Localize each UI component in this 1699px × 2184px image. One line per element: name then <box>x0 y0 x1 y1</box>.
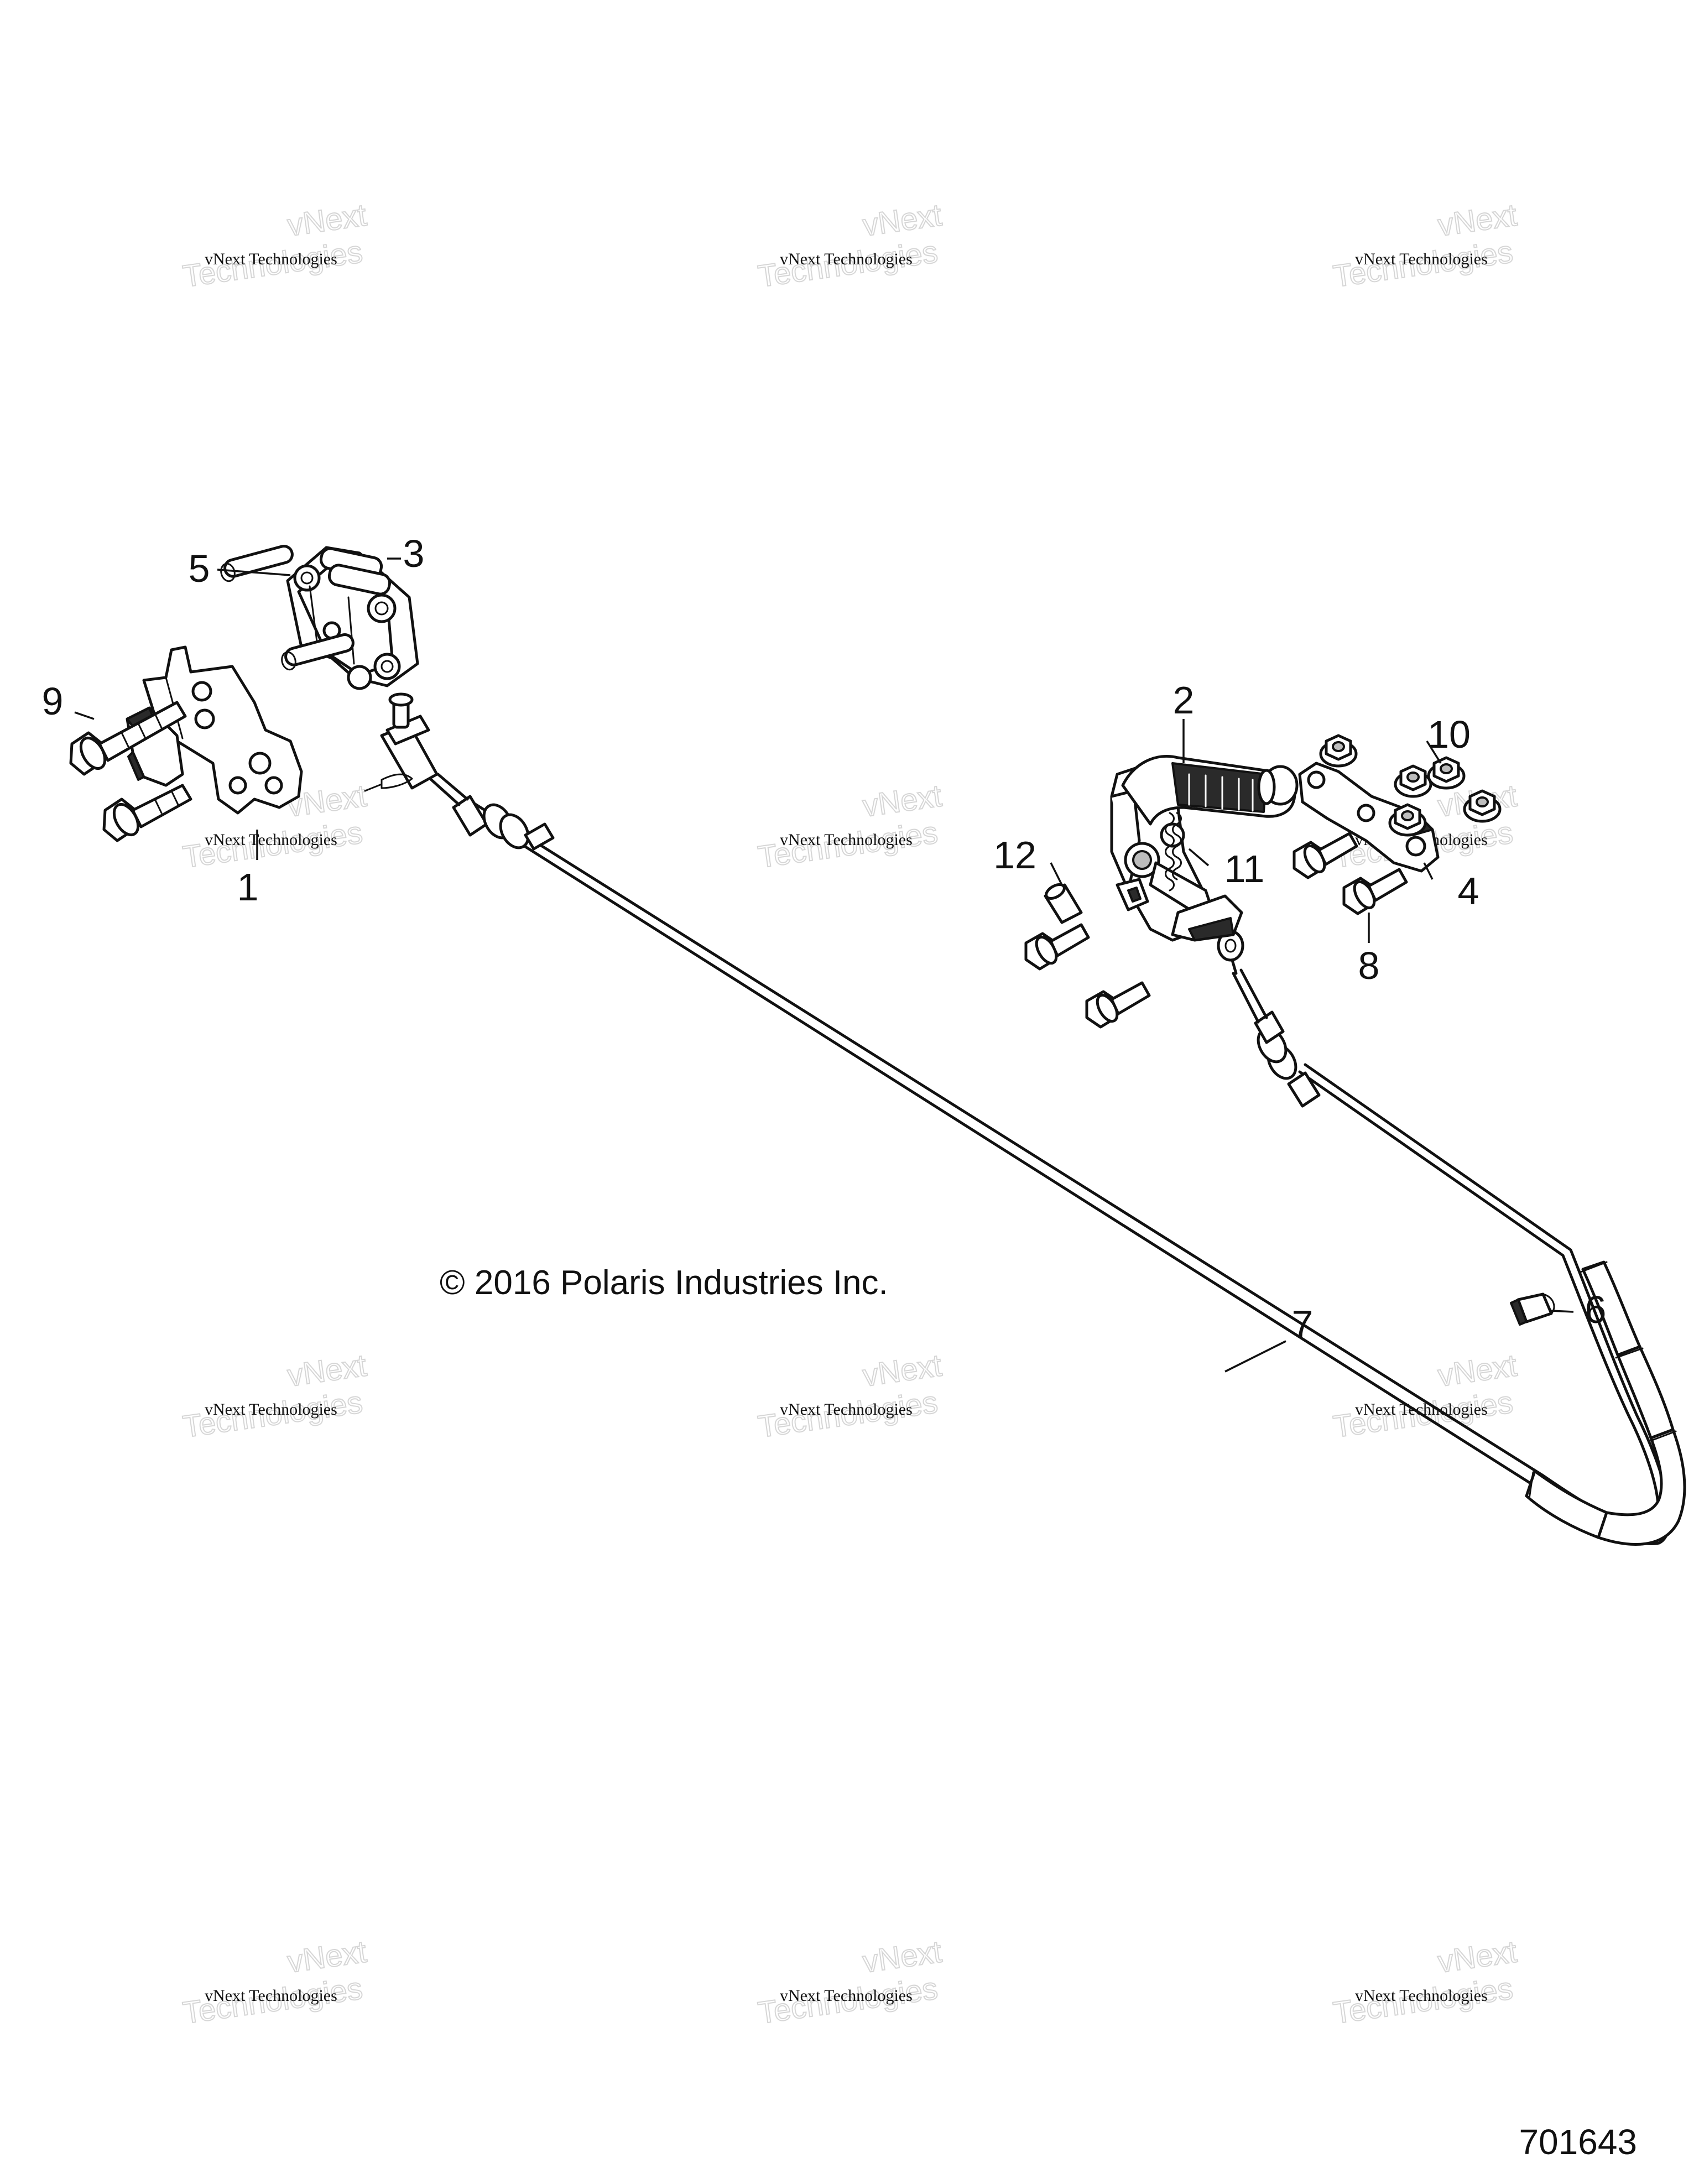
plate-bolt <box>1342 868 1408 915</box>
flange-nuts <box>1319 734 1502 837</box>
watermark-text: vNext Technologies <box>1355 250 1488 268</box>
watermark-text: vNext Technologies <box>205 250 337 268</box>
spring <box>284 633 355 666</box>
screw <box>1085 981 1151 1029</box>
screw <box>1293 832 1358 879</box>
watermark: Technologies vNext vNext Technologies <box>755 1933 945 2031</box>
callout-9: 9 <box>42 680 64 723</box>
callout-11: 11 <box>1224 847 1265 890</box>
watermark-text: vNext Technologies <box>780 1987 913 2005</box>
bracket-hole <box>194 708 215 729</box>
lever-spring <box>1165 812 1182 892</box>
lever-fasteners <box>1024 832 1358 1029</box>
pin <box>1044 883 1083 924</box>
parking-brake-lever <box>1110 754 1299 942</box>
cable-clip <box>1510 1292 1555 1326</box>
callout-10: 10 <box>1427 713 1471 756</box>
callout-6: 6 <box>1585 1288 1607 1331</box>
bracket-hole <box>228 776 247 795</box>
watermark-text: vNext Technologies <box>780 831 913 849</box>
watermark: Technologies vNext vNext Technologies <box>755 1347 945 1445</box>
watermark-text: vNext Technologies <box>1355 1987 1488 2005</box>
callout-5: 5 <box>189 547 210 590</box>
watermark-grid: Technologies vNext vNext Technologies Te… <box>180 196 1520 2031</box>
watermark: Technologies vNext vNext Technologies <box>1331 1347 1520 1445</box>
cotter-pin <box>381 773 413 789</box>
watermark-text: vNext Technologies <box>780 1400 913 1419</box>
plate-hole <box>1405 836 1426 857</box>
caliper-bolt-hole <box>373 653 401 680</box>
cable-nut <box>499 813 530 849</box>
callout-4: 4 <box>1458 869 1479 913</box>
clevis-pin-head <box>388 692 414 707</box>
cable-sleeve <box>1581 1260 1641 1357</box>
nut <box>1394 764 1432 798</box>
watermark-text: vNext Technologies <box>205 831 337 849</box>
callout-3: 3 <box>403 532 425 575</box>
nut <box>1463 789 1502 823</box>
cable-sleeve <box>1525 1469 1608 1539</box>
watermark: Technologies vNext vNext Technologies <box>180 196 369 294</box>
bracket-bolts <box>69 701 192 842</box>
watermark: Technologies vNext vNext Technologies <box>1331 1933 1520 2031</box>
callout-12: 12 <box>993 833 1036 877</box>
nut <box>1319 734 1358 768</box>
leader-lines <box>74 557 1574 1373</box>
callout-2: 2 <box>1173 679 1195 722</box>
callout-1: 1 <box>237 866 259 909</box>
watermark: Technologies vNext vNext Technologies <box>755 196 945 294</box>
plate-hole <box>1307 770 1326 789</box>
screw <box>1024 923 1090 971</box>
watermark: Technologies vNext vNext Technologies <box>755 777 945 875</box>
callout-8: 8 <box>1358 944 1380 987</box>
bolt <box>69 701 187 776</box>
nut <box>1427 756 1466 790</box>
caliper-mount-bracket <box>126 645 303 815</box>
cable-sleeve <box>1597 1428 1686 1546</box>
bracket-hole <box>248 752 272 775</box>
callout-labels: 1 2 3 4 5 6 7 8 9 10 11 12 <box>42 532 1607 1346</box>
brake-cable <box>364 692 1686 1546</box>
callout-7: 7 <box>1292 1302 1314 1346</box>
bracket-hole <box>191 681 212 702</box>
plate-hole <box>1357 804 1375 822</box>
caliper-bolt-hole <box>347 665 372 690</box>
lever-pivot <box>1160 822 1185 848</box>
cable-ferrule <box>1287 1071 1321 1108</box>
watermark-text: vNext Technologies <box>1355 1400 1488 1419</box>
bolt <box>102 784 192 842</box>
caliper-pad <box>327 564 392 596</box>
copyright-notice: © 2016 Polaris Industries Inc. <box>440 1264 888 1302</box>
nut <box>1388 803 1427 837</box>
watermark-text: vNext Technologies <box>205 1987 337 2005</box>
figure-number: 701643 <box>1519 2122 1637 2162</box>
watermark-text: vNext Technologies <box>205 1400 337 1419</box>
watermark: Technologies vNext vNext Technologies <box>180 1933 369 2031</box>
watermark-text: vNext Technologies <box>780 250 913 268</box>
bracket-hole <box>264 776 283 795</box>
cable-ferrule <box>524 822 555 851</box>
lever-release-ring <box>1257 769 1276 805</box>
watermark: Technologies vNext vNext Technologies <box>180 1347 369 1445</box>
caliper-bolt-hole <box>293 564 321 592</box>
watermark: Technologies vNext vNext Technologies <box>1331 196 1520 294</box>
caliper-bolt-hole <box>367 593 397 623</box>
cable-ferrule <box>452 795 488 837</box>
brake-caliper-assembly <box>286 546 419 690</box>
